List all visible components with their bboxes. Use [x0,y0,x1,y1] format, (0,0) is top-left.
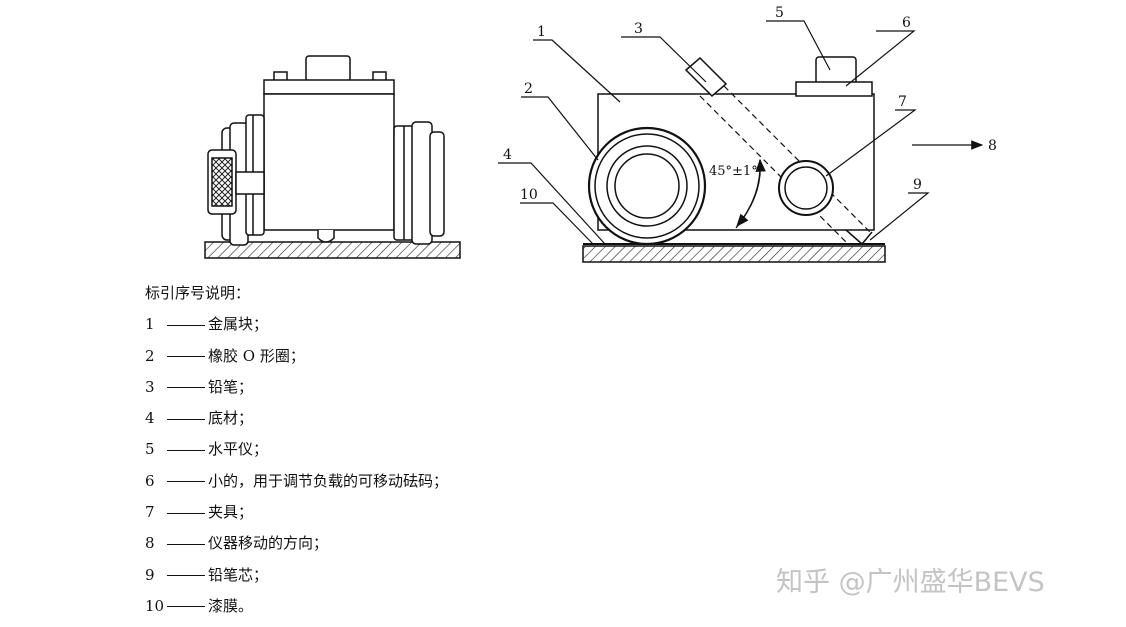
legend-item: 5 水平仪； [145,434,448,465]
legend-item: 1 金属块； [145,309,448,340]
legend-dash [167,356,205,358]
legend-item: 7 夹具； [145,497,448,528]
pencil-lead [845,229,873,246]
legend-text: 漆膜。 [208,596,254,615]
spirit-level [815,56,857,86]
side-view-substrate [582,245,886,263]
legend-title: 标引序号说明： [145,284,251,302]
legend-num: 3 [145,377,155,396]
callout-3: 3 [634,21,643,37]
legend-dash [167,481,205,483]
legend-item: 10 漆膜。 [145,591,448,622]
end-view-level [305,55,351,82]
legend-text: 仪器移动的方向； [208,534,329,553]
callout-9: 9 [913,177,922,193]
legend-item: 4 底材； [145,403,448,434]
legend-text: 橡胶 O 形圈； [208,346,305,365]
callout-4: 4 [503,147,512,163]
legend-text: 小的，用于调节负载的可移动砝码； [208,471,449,490]
callout-1: 1 [537,24,546,40]
angle-label: 45°±1° [709,164,758,179]
legend-item: 2 橡胶 O 形圈； [145,341,448,372]
callout-8: 8 [988,138,997,154]
legend-dash [167,543,205,545]
legend-dash [167,324,205,326]
legend-dash [167,512,205,514]
legend-text: 铅笔芯； [208,565,269,584]
legend-text: 金属块； [208,315,269,334]
callout-6: 6 [902,15,911,31]
legend-dash [167,575,205,577]
legend-text: 夹具； [208,503,254,522]
end-view [204,55,461,259]
legend-num: 9 [145,565,155,584]
callout-2: 2 [524,81,533,97]
end-view-substrate [204,241,461,259]
legend-num: 7 [145,503,155,522]
legend-text: 铅笔； [208,377,254,396]
callout-5: 5 [775,5,784,21]
legend-num: 2 [145,346,155,365]
legend-num: 10 [145,596,165,615]
legend-num: 5 [145,440,155,459]
legend-item: 3 铅笔； [145,372,448,403]
legend-dash [167,449,205,451]
legend-dash [167,387,205,389]
legend-text: 底材； [208,409,254,428]
legend-dash [167,418,205,420]
legend-text: 水平仪； [208,440,269,459]
callout-labels: 1 2 3 4 5 6 7 8 9 10 45°±1° [503,5,997,203]
callout-10: 10 [520,187,538,203]
legend-item: 6 小的，用于调节负载的可移动砝码； [145,466,448,497]
legend-item: 9 铅笔芯； [145,560,448,591]
legend-num: 4 [145,409,155,428]
callout-7: 7 [898,94,907,110]
side-view [582,56,886,263]
legend-dash [167,606,205,608]
legend-num: 8 [145,534,155,553]
leader-lines [498,20,984,245]
legend-num: 6 [145,471,155,490]
end-view-body [263,93,395,231]
watermark: 知乎 @广州盛华BEVS [776,567,1045,598]
legend-num: 1 [145,315,155,334]
legend-item: 8 仪器移动的方向； [145,528,448,559]
